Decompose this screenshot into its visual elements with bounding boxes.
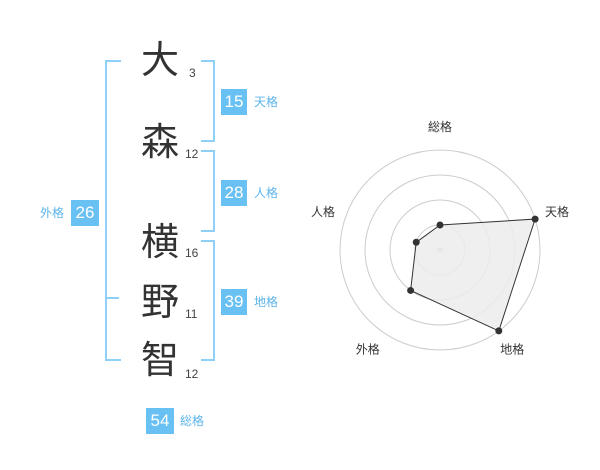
name-char-4: 野 (140, 280, 179, 324)
jinkaku-label: 人格 (254, 186, 279, 200)
stroke-count-3: 16 (185, 246, 199, 260)
radar-data-point (407, 286, 415, 294)
radar-axis-label: 総格 (428, 119, 452, 134)
bracket-tenkaku (201, 60, 215, 142)
bracket-outer (105, 60, 121, 361)
soukaku-label: 総格 (180, 414, 205, 428)
stroke-count-1: 3 (189, 66, 196, 80)
radar-axis-label: 地格 (500, 342, 524, 357)
soukaku-badge: 54 (146, 408, 174, 434)
name-char-3: 横 (140, 220, 179, 264)
radar-data-point (436, 221, 444, 229)
radar-axis-label: 天格 (545, 204, 569, 219)
name-char-2: 森 (140, 120, 179, 164)
bracket-jinkaku (201, 150, 215, 232)
radar-data-point (495, 327, 503, 335)
bracket-chikaku (201, 240, 215, 361)
chikaku-badge: 39 (221, 289, 247, 315)
stroke-count-2: 12 (185, 147, 199, 161)
tenkaku-badge: 15 (221, 89, 247, 115)
name-char-5: 智 (140, 338, 179, 382)
radar-axis-label: 外格 (356, 342, 380, 357)
gaikaku-label: 外格 (40, 206, 65, 220)
radar-value-polygon (410, 218, 536, 332)
name-char-1: 大 (140, 38, 179, 82)
radar-data-point (531, 215, 539, 223)
bracket-divider (105, 297, 119, 299)
radar-grid-ring (339, 149, 541, 351)
chikaku-label: 地格 (254, 295, 279, 309)
radar-data-point (412, 238, 420, 246)
stroke-count-5: 12 (185, 367, 199, 381)
gaikaku-badge: 26 (71, 200, 99, 226)
jinkaku-badge: 28 (221, 180, 247, 206)
radar-axis-label: 人格 (311, 204, 335, 219)
tenkaku-label: 天格 (254, 95, 279, 109)
stroke-count-4: 11 (185, 307, 198, 321)
